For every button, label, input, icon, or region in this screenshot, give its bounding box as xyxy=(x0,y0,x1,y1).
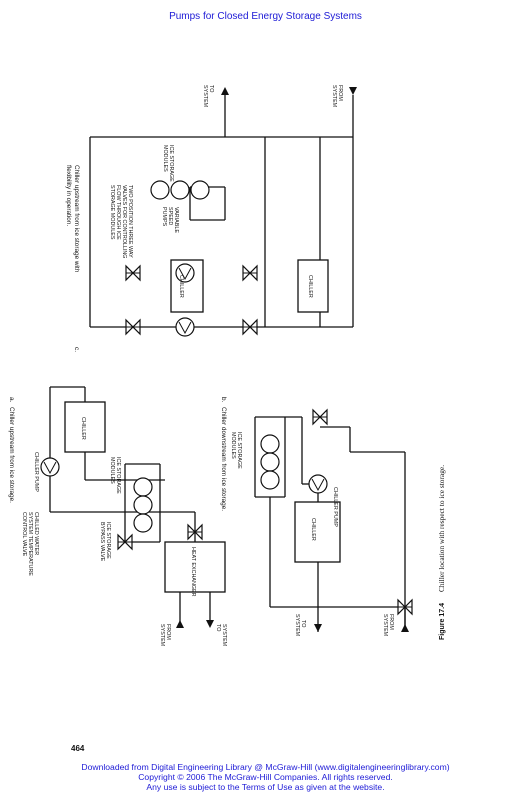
panel-b-modules-label-2: MODULES xyxy=(230,432,236,459)
panel-b-ice-modules xyxy=(260,434,280,490)
panel-b-modules-label-1: ICE STORAGE xyxy=(236,432,242,469)
panel-c-chiller-2-label: CHILLER xyxy=(307,275,313,298)
panel-b-from-label-1: FROM xyxy=(388,614,394,630)
panel-b: CHILLER CHILLER PUMP ICE STORAGE MODULES… xyxy=(220,397,413,637)
panel-c-from-label-1: FROM xyxy=(337,85,343,101)
panel-a-modules-label-1: ICE STORAGE xyxy=(115,457,121,494)
panel-a-to-label-1: TO xyxy=(215,624,221,631)
panel-c-chiller-1-label: CHILLER xyxy=(178,275,184,298)
panel-a-bypass-label-2: BYPASS VALVE xyxy=(99,522,105,562)
panel-a-chiller-label: CHILLER xyxy=(80,417,86,440)
panel-b-from-label-2: SYSTEM xyxy=(382,614,388,637)
panel-c: CHILLER CHILLER ICE STORAGE MODULES VARI… xyxy=(65,85,357,352)
panel-a-hx-label: HEAT EXCHANGER xyxy=(190,547,196,597)
figure-caption-text: Chiller location with respect to ice sto… xyxy=(437,465,446,592)
panel-b-valve-lower xyxy=(312,409,328,425)
panel-a-pump xyxy=(40,457,60,477)
panel-c-to-arrow xyxy=(221,87,229,95)
panel-b-to-label-2: SYSTEM xyxy=(294,614,300,637)
panel-a-caption: Chiller upstream from ice storage. xyxy=(8,407,15,503)
panel-a-control-label-2: SYSTEM TEMPERATURE xyxy=(27,512,33,576)
panel-a-to-label-2: SYSTEM xyxy=(221,624,227,647)
footer-terms-line: Any use is subject to the Terms of Use a… xyxy=(146,782,385,792)
panel-c-to-label-2: SYSTEM xyxy=(202,85,208,108)
panel-c-valves-label-1: TWO POSITION THREE WAY xyxy=(127,185,133,258)
panel-c-chiller-2-box xyxy=(297,259,329,313)
running-header: Pumps for Closed Energy Storage Systems xyxy=(169,11,362,22)
panel-c-to-label-1: TO xyxy=(208,85,214,92)
footer: Downloaded from Digital Engineering Libr… xyxy=(0,762,531,792)
panel-c-pumps-label-3: PUMPS xyxy=(161,207,167,227)
panel-b-caption: Chiller downstream from ice storage. xyxy=(220,407,227,511)
panel-b-pump xyxy=(308,474,328,494)
panel-a-from-label-1: FROM xyxy=(165,624,171,640)
footer-copyright-line: Copyright © 2006 The McGraw-Hill Compani… xyxy=(138,772,393,782)
panel-a-control-label-1: CHILLED WATER xyxy=(33,512,39,555)
panel-c-from-arrow xyxy=(349,87,357,95)
panel-a-ice-modules xyxy=(133,477,153,533)
panel-b-to-arrow xyxy=(314,624,322,632)
panel-a-from-arrow xyxy=(176,620,184,628)
panel-c-valve-2 xyxy=(242,265,258,281)
panel-a-pump-label: CHILLER PUMP xyxy=(33,452,39,492)
panel-b-to-label-1: TO xyxy=(300,620,306,627)
panel-a-bypass-label-1: ICE STORAGE xyxy=(105,522,111,559)
figure-caption: Figure 17.4 Chiller location with respec… xyxy=(437,465,446,640)
footer-download-line[interactable]: Downloaded from Digital Engineering Libr… xyxy=(81,762,450,772)
panel-c-pumps-label-1: VARIABLE xyxy=(173,207,179,233)
panel-c-caption-2: flexibility in operation. xyxy=(65,165,72,226)
panel-a-control-label-3: CONTROL VALVE xyxy=(21,512,27,557)
panel-a-modules-label-2: MODULES xyxy=(109,457,115,484)
panel-c-valve-4 xyxy=(242,319,258,335)
panel-c-from-label-2: SYSTEM xyxy=(331,85,337,108)
panel-c-valve-1 xyxy=(125,265,141,281)
panel-a: CHILLER HEAT EXCHANGER ICE STORAGE MODUL… xyxy=(8,386,227,647)
panel-c-modules-label-1: ICE STORAGE xyxy=(168,145,174,182)
panel-c-valves-label-2: VALVES FOR CONTROLLING xyxy=(121,185,127,259)
panel-b-pump-label: CHILLER PUMP xyxy=(332,487,338,527)
panel-b-from-arrow xyxy=(401,624,409,632)
panel-a-from-label-2: SYSTEM xyxy=(159,624,165,647)
panel-c-valves-label-3: FLOW THROUGH ICE xyxy=(115,185,121,240)
panel-a-letter: a. xyxy=(8,397,15,403)
panel-c-pump-2 xyxy=(175,317,195,337)
page-number: 464 xyxy=(71,744,85,753)
panel-c-valves-label-4: STORAGE MODULES xyxy=(109,185,115,240)
panel-c-letter: c. xyxy=(73,347,80,352)
panel-c-ice-modules xyxy=(150,180,210,200)
panel-b-letter: b. xyxy=(220,397,227,403)
panel-b-chiller-label: CHILLER xyxy=(310,518,316,541)
panel-c-valve-3 xyxy=(125,319,141,335)
panel-c-caption-1: Chiller upstream from ice storage with xyxy=(73,165,80,273)
panel-c-pumps-label-2: SPEED xyxy=(167,207,173,225)
panel-a-to-arrow xyxy=(206,620,214,628)
panel-c-modules-label-2: MODULES xyxy=(162,145,168,172)
figure-caption-label: Figure 17.4 xyxy=(439,603,446,640)
